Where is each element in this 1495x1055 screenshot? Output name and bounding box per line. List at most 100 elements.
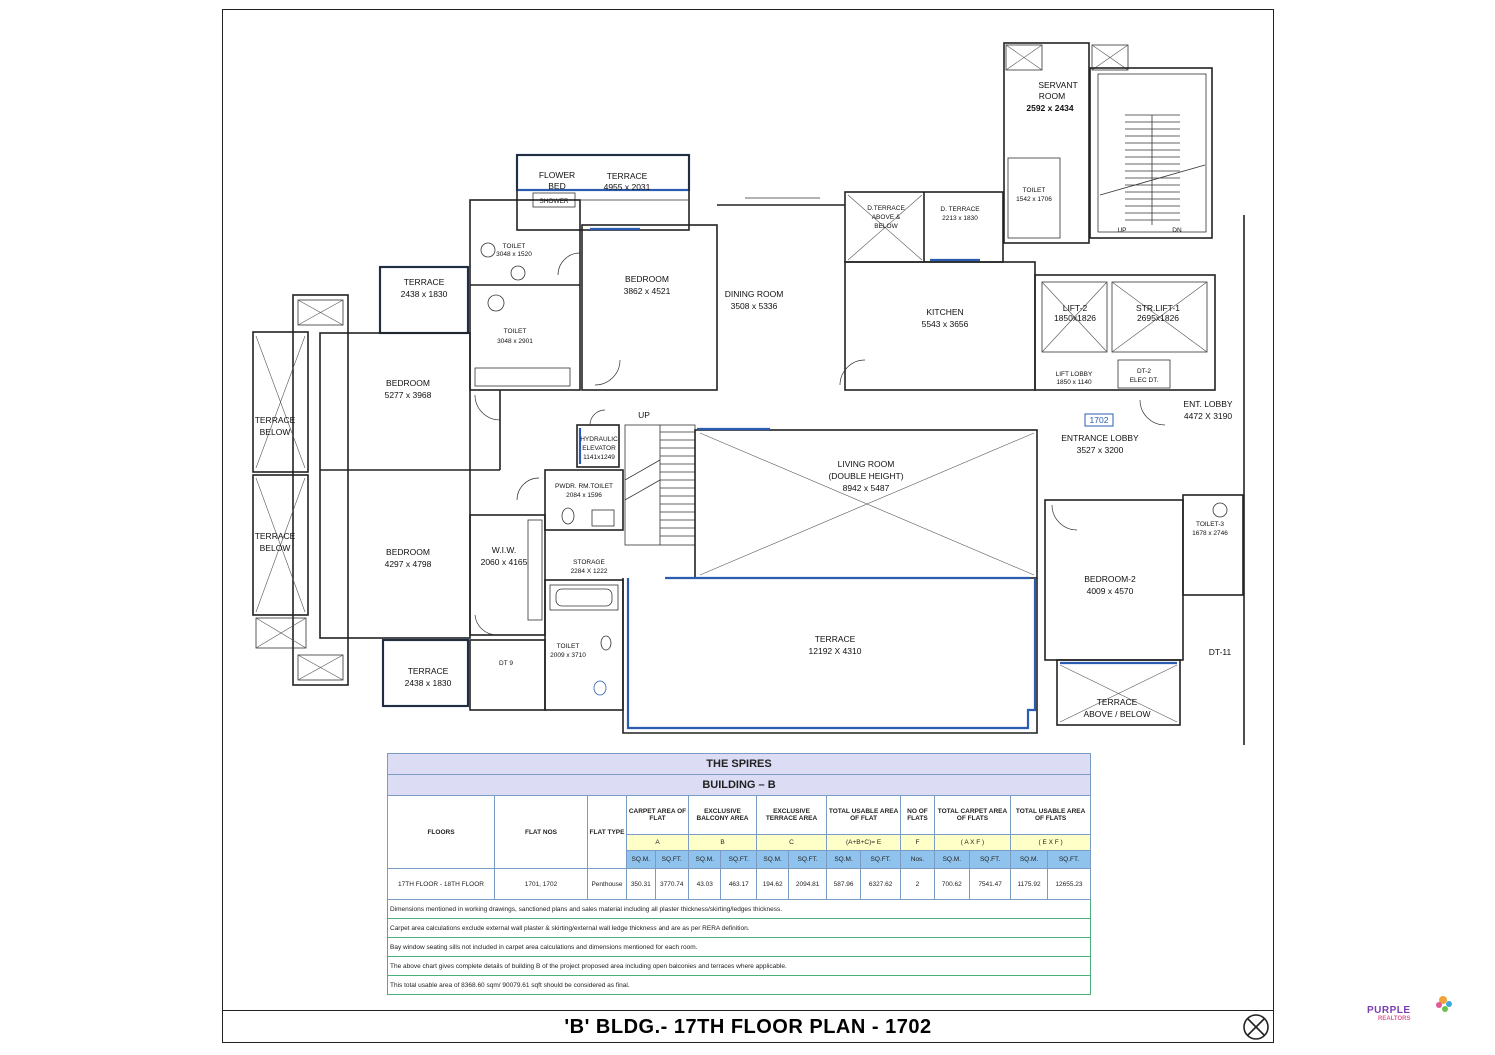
unit-sqft: SQ.FT. — [968, 850, 1012, 869]
terrace-left-top-dim: 2438 x 1830 — [401, 289, 448, 299]
toilet-bottom-dim: 2009 x 3710 — [550, 652, 586, 659]
logo-name: PURPLE — [1367, 1005, 1411, 1016]
toilet-bottom: TOILET 2009 x 3710 — [544, 579, 624, 711]
center-terrace: TERRACE 12192 X 4310 — [622, 576, 1038, 734]
dining-dim: 3508 x 5336 — [731, 301, 778, 311]
lift2-label: LIFT-2 — [1063, 303, 1088, 313]
code-f: F — [900, 834, 935, 851]
th-floors: FLOORS — [387, 795, 495, 869]
toilet-block-top: TOILET 3048 x 1520 TOILET 3048 x 2901 — [469, 199, 581, 391]
code-a: A — [626, 834, 689, 851]
left-terrace-bottom: TERRACE 2438 x 1830 DT 9 — [381, 638, 546, 711]
cell-balcony-sqft: 463.17 — [720, 868, 758, 900]
lift-lobby-dim: 1850 x 1140 — [1056, 379, 1092, 386]
table-subtitle: BUILDING – B — [387, 774, 1091, 796]
servant-dim: 2592 x 2434 — [1026, 103, 1074, 113]
dt11-label: DT-11 — [1209, 647, 1232, 657]
dt9-label: DT 9 — [499, 660, 513, 667]
toilet-bottom-label: TOILET — [557, 643, 580, 650]
hydraulic-label: HYDRAULIC — [580, 436, 618, 443]
str-lift-dim: 2695x1826 — [1137, 313, 1179, 323]
living-room: LIVING ROOM (DOUBLE HEIGHT) 8942 x 5487 — [694, 427, 1038, 579]
th-flat-nos: FLAT NOS — [494, 795, 588, 869]
note-5: This total usable area of 8368.60 sqm/ 9… — [387, 975, 1091, 995]
servant-label: SERVANT — [1038, 80, 1077, 90]
unit-sqft: SQ.FT. — [1046, 850, 1092, 869]
toilet2-label: TOILET — [504, 328, 527, 335]
terrace-left-bottom-dim: 2438 x 1830 — [405, 678, 452, 688]
cell-terrace-sqm: 194.62 — [756, 868, 790, 900]
stair-up-label: UP — [1117, 227, 1126, 234]
cell-tc-sqm: 700.62 — [933, 868, 970, 900]
bedroom-top: BEDROOM 3862 x 4521 — [557, 224, 718, 391]
terrace-below1-label: TERRACE — [255, 415, 296, 425]
stair-dn-label: DN — [1172, 227, 1182, 234]
d-terraces: D.TERRACE ABOVE & BELOW D. TERRACE 2213 … — [844, 191, 1004, 263]
flower-bed-label: FLOWER — [539, 170, 575, 180]
servant-room: SERVANT ROOM 2592 x 2434 TOILET 1542 x 1… — [1003, 42, 1129, 244]
pwdr-label: PWDR. RM.TOILET — [555, 483, 613, 490]
bedroom-left-bottom-dim: 4297 x 4798 — [385, 559, 432, 569]
cell-flat-nos: 1701, 1702 — [494, 868, 588, 900]
logo-sub: REALTORS — [1378, 1016, 1411, 1022]
dterrace1-label-2: ABOVE & — [872, 214, 901, 221]
bedroom-left-top-dim: 5277 x 3968 — [385, 390, 432, 400]
cell-tc-sqft: 7541.47 — [968, 868, 1012, 900]
hydraulic-dim: 1141x1249 — [583, 454, 615, 461]
area-statement-table: THE SPIRES BUILDING – B FLOORS FLAT NOS … — [387, 753, 1092, 995]
code-b: B — [687, 834, 758, 851]
cell-usable-sqm: 587.96 — [825, 868, 862, 900]
cell-tu-sqft: 12655.23 — [1046, 868, 1092, 900]
flat-number: 1702 — [1090, 415, 1109, 425]
unit-sqm: SQ.M. — [687, 850, 722, 869]
note-2: Carpet area calculations exclude externa… — [387, 918, 1091, 938]
toilet-servant-label: TOILET — [1023, 187, 1046, 194]
th-terrace: EXCLUSIVE TERRACE AREA — [756, 795, 827, 835]
purple-realtors-logo — [1436, 996, 1452, 1012]
drawing-sheet — [222, 9, 1274, 1043]
terrace-below1-label-2: BELOW — [260, 427, 291, 437]
cell-floors: 17TH FLOOR - 18TH FLOOR — [387, 868, 495, 900]
internal-stair: UP — [624, 410, 696, 546]
storage-label: STORAGE — [573, 559, 605, 566]
unit-sqm: SQ.M. — [825, 850, 862, 869]
unit-sqft: SQ.FT. — [720, 850, 758, 869]
ent-lobby-label: ENT. LOBBY — [1183, 399, 1232, 409]
shower-label: SHOWER — [539, 198, 569, 205]
living-label: LIVING ROOM — [838, 459, 895, 469]
living-dim: 8942 x 5487 — [843, 483, 890, 493]
dt2-sub: ELEC DT. — [1130, 377, 1159, 384]
entrance-lobby-label: ENTRANCE LOBBY — [1061, 433, 1139, 443]
wiw-room: W.I.W. 2060 x 4165 — [469, 514, 546, 636]
terrace-ab-label-2: ABOVE / BELOW — [1083, 709, 1150, 719]
left-bedrooms: BEDROOM 5277 x 3968 BEDROOM 4297 x 4798 — [319, 332, 501, 639]
th-total-usable-flats: TOTAL USABLE AREA OF FLATS — [1010, 795, 1091, 835]
wiw-dim: 2060 x 4165 — [481, 557, 528, 567]
toilet3-label: TOILET-3 — [1196, 521, 1224, 528]
th-flat-type: FLAT TYPE — [587, 795, 627, 869]
bedroom2-dim: 4009 x 4570 — [1087, 586, 1134, 596]
storage: STORAGE 2284 X 1222 — [571, 559, 608, 575]
servant-label-2: ROOM — [1039, 91, 1065, 101]
top-terrace: FLOWER BED TERRACE 4955 x 2031 SHOWER — [515, 153, 691, 231]
toilet-servant-dim: 1542 x 1706 — [1016, 196, 1052, 203]
lift-lobby-label: LIFT LOBBY — [1056, 371, 1093, 378]
table-row: 17TH FLOOR - 18TH FLOOR 1701, 1702 Penth… — [387, 868, 1092, 900]
stair-up-inner: UP — [638, 410, 650, 420]
dterrace2-dim: 2213 x 1830 — [942, 215, 978, 222]
hydraulic-elevator: HYDRAULIC ELEVATOR 1141x1249 — [576, 409, 620, 468]
bedroom-top-dim: 3862 x 4521 — [624, 286, 671, 296]
unit-sqm: SQ.M. — [1010, 850, 1048, 869]
left-bay-structure: TERRACE BELOW TERRACE BELOW — [252, 294, 349, 686]
storage-dim: 2284 X 1222 — [571, 568, 608, 575]
entrance-lobby-dim: 3527 x 3200 — [1077, 445, 1124, 455]
dterrace2-label: D. TERRACE — [940, 206, 980, 213]
hydraulic-label-2: ELEVATOR — [582, 445, 616, 452]
ent-lobby-dim: 4472 X 3190 — [1184, 411, 1232, 421]
pwdr-dim: 2084 x 1596 — [566, 492, 602, 499]
powder-room: PWDR. RM.TOILET 2084 x 1596 — [516, 469, 624, 531]
bedroom-top-label: BEDROOM — [625, 274, 669, 284]
sheet-title: 'B' BLDG.- 17TH FLOOR PLAN - 1702 — [222, 1010, 1274, 1043]
th-carpet: CARPET AREA OF FLAT — [626, 795, 689, 835]
unit-sqft: SQ.FT. — [860, 850, 902, 869]
